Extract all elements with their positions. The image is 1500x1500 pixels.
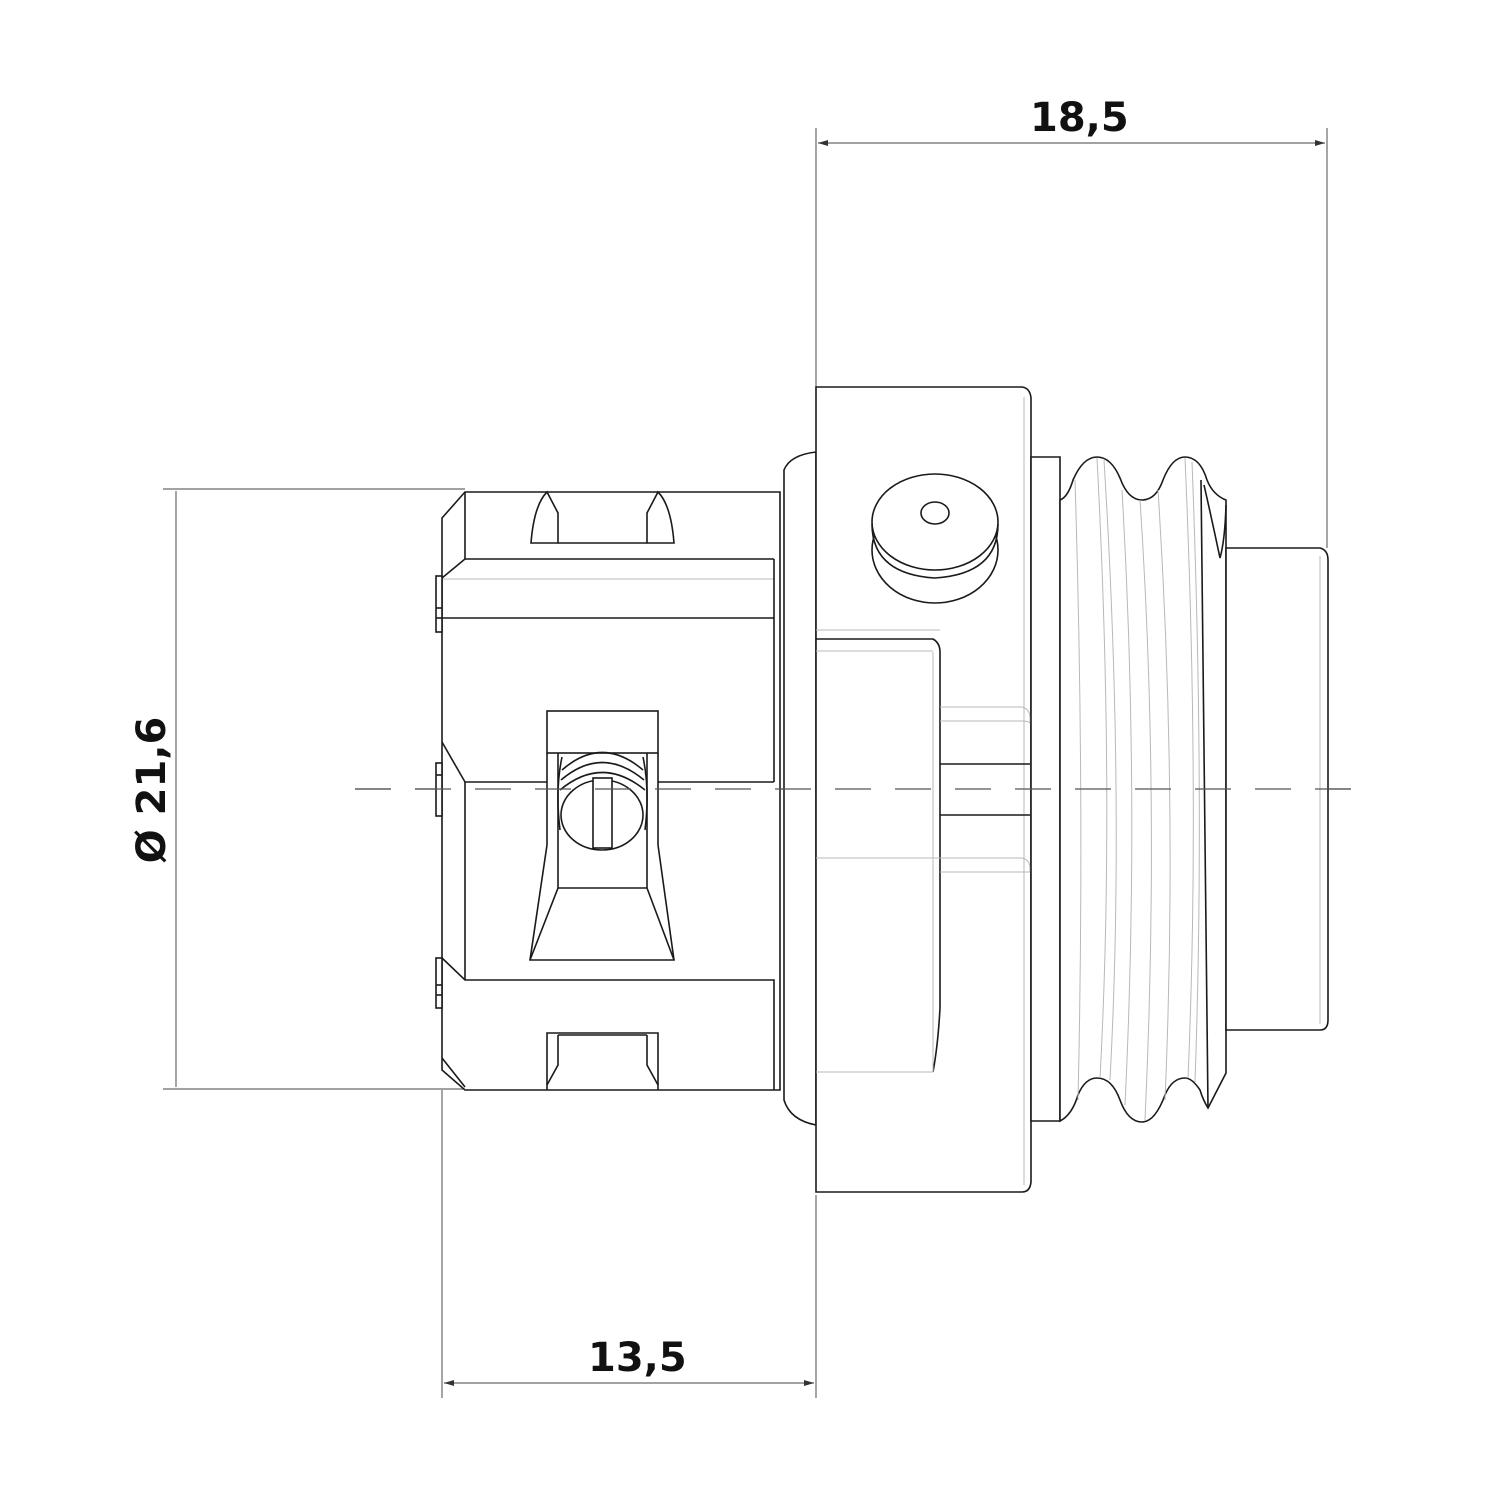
side-tabs xyxy=(435,575,443,1009)
dimension-label-diameter: Ø 21,6 xyxy=(129,716,175,864)
dimension-body-length xyxy=(441,1090,817,1398)
cable-clamp-screw xyxy=(529,710,675,961)
dimension-diameter xyxy=(163,488,465,1090)
dimension-label-body-length: 13,5 xyxy=(588,1335,687,1381)
dimension-overall-length xyxy=(815,128,1328,548)
vent-plug xyxy=(871,473,999,604)
dimension-label-overall-length: 18,5 xyxy=(1030,95,1129,141)
